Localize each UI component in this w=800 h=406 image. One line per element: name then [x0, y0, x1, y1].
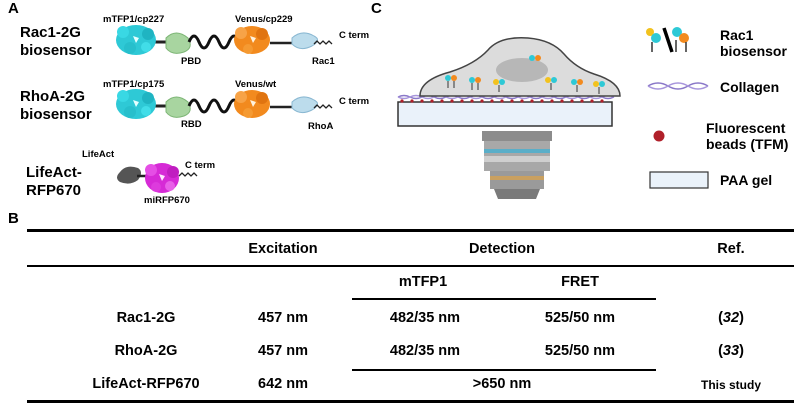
row-lifeact-detection: >650 nm [472, 376, 532, 392]
ref-paren-close: ) [739, 343, 744, 359]
subheader-rule [352, 298, 656, 300]
header-mtfp1: mTFP1 [398, 274, 448, 290]
rhoa-binding-label: RBD [181, 119, 202, 130]
rhoa-sensor-name: RhoA-2G biosensor [20, 88, 92, 124]
legend-beads: Fluorescent beads (TFM) [706, 120, 788, 152]
lifeact-cterm-label: C term [185, 160, 216, 171]
header-excitation: Excitation [248, 241, 318, 257]
legend-rac1-line2: biosensor [720, 43, 787, 59]
lifeact-name-line1: LifeAct- [26, 164, 82, 181]
rac1-sensor-name: Rac1-2G biosensor [20, 24, 92, 60]
legend-beads-line2: beads (TFM) [706, 136, 789, 152]
intracellular-biosensors [445, 55, 605, 94]
table-top-rule [27, 229, 794, 232]
lifeact-peptide-label: LifeAct [82, 149, 115, 160]
row-rac1-excitation: 457 nm [258, 310, 308, 326]
panel-b-letter: B [8, 210, 19, 227]
bead-icon [653, 130, 665, 142]
legend-paa-gel: PAA gel [720, 172, 773, 188]
rac1-mtfp1-domain [116, 25, 156, 55]
row-rac1-name: Rac1-2G [116, 310, 176, 326]
lifeact-fp-label: miRFP670 [144, 195, 190, 206]
lifeact-sensor-name: LifeAct- RFP670 [26, 164, 82, 200]
row-rhoa-ref: (33) [718, 343, 744, 359]
legend-rac1-biosensor: Rac1 biosensor [720, 27, 787, 59]
ref-paren-open: ( [718, 310, 723, 326]
panel-a-letter: A [8, 0, 19, 17]
rhoa-mtfp1-domain [116, 89, 156, 119]
rhoa-rbd-domain [165, 96, 191, 118]
detection-merge-rule [352, 369, 656, 371]
header-fret: FRET [561, 274, 599, 290]
rac1-name-line1: Rac1-2G [20, 24, 81, 41]
row-rhoa-fret: 525/50 nm [544, 343, 616, 359]
paa-gel-icon [649, 171, 709, 189]
row-lifeact-ref: This study [700, 378, 762, 392]
panel-c-letter: C [371, 0, 382, 17]
row-rac1-mtfp1: 482/35 nm [389, 310, 461, 326]
row-lifeact-name: LifeAct-RFP670 [92, 376, 200, 392]
rac1-donor-label: mTFP1/cp227 [103, 14, 165, 25]
legend-beads-line1: Fluorescent [706, 120, 786, 136]
paa-gel-block [397, 101, 613, 127]
rac1-gtpase-label: Rac1 [312, 56, 335, 67]
ref-number: 33 [722, 343, 740, 359]
collagen-icon [647, 82, 709, 90]
cell-nucleus [496, 58, 548, 82]
ref-number: 32 [722, 310, 740, 326]
row-rhoa-excitation: 457 nm [258, 343, 308, 359]
row-lifeact-excitation: 642 nm [258, 376, 308, 392]
rac1-binding-label: PBD [181, 56, 202, 67]
header-detection: Detection [468, 241, 536, 257]
rhoa-gtpase-label: RhoA [308, 121, 334, 132]
rac1-pbd-domain [165, 32, 191, 54]
row-rhoa-mtfp1: 482/35 nm [389, 343, 461, 359]
header-ref: Ref. [717, 241, 745, 257]
legend-rac1-line1: Rac1 [720, 27, 754, 43]
rhoa-venus-domain [234, 90, 270, 118]
legend-collagen: Collagen [720, 79, 780, 95]
objective-lens-icon [482, 131, 552, 199]
row-rac1-fret: 525/50 nm [544, 310, 616, 326]
lifeact-name-line2: RFP670 [26, 182, 82, 199]
rac1-cterm-label: C term [339, 30, 370, 41]
mirfp670-domain [145, 163, 179, 193]
ref-paren-open: ( [718, 343, 723, 359]
row-rac1-ref: (32) [718, 310, 744, 326]
rhoa-linker [187, 98, 241, 114]
rac1-biosensor-icon [646, 27, 689, 53]
rac1-linker [187, 34, 241, 50]
header-rule [27, 265, 794, 267]
ref-paren-close: ) [739, 310, 744, 326]
row-rhoa-name: RhoA-2G [114, 343, 178, 359]
rhoa-acceptor-label: Venus/wt [235, 79, 277, 90]
rhoa-cterm-label: C term [339, 96, 370, 107]
rhoa-donor-label: mTFP1/cp175 [103, 79, 165, 90]
lifeact-peptide-domain [117, 166, 141, 184]
rac1-name-line2: biosensor [20, 42, 92, 59]
rac1-venus-domain [234, 26, 270, 54]
rac1-acceptor-label: Venus/cp229 [235, 14, 293, 25]
rhoa-name-line2: biosensor [20, 106, 92, 123]
bead-row [400, 99, 604, 103]
rhoa-name-line1: RhoA-2G [20, 88, 85, 105]
table-bottom-rule [27, 400, 794, 403]
